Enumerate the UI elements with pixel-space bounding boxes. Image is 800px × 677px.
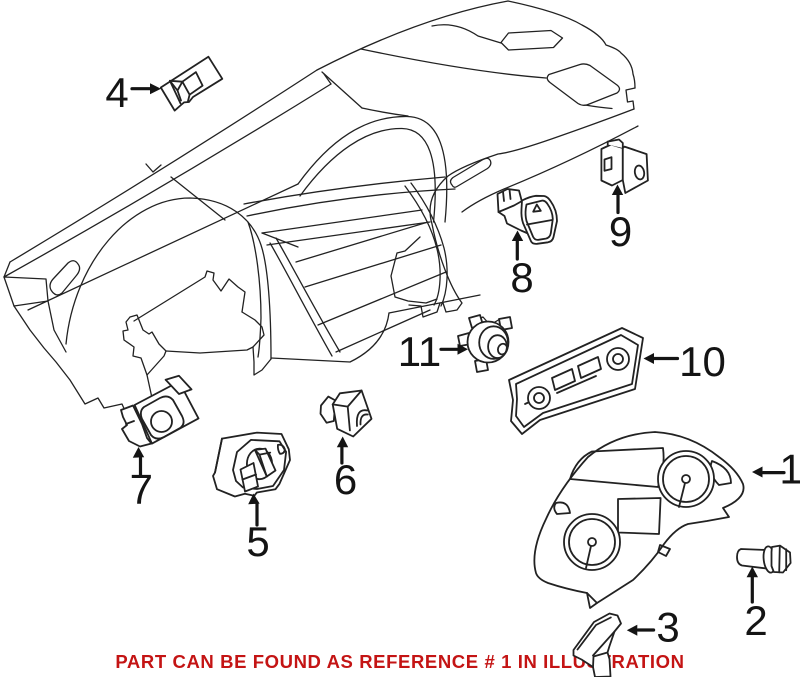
svg-text:6: 6 xyxy=(334,456,357,503)
svg-text:9: 9 xyxy=(609,208,632,255)
svg-text:PART CAN BE FOUND AS REFERENCE: PART CAN BE FOUND AS REFERENCE # 1 IN IL… xyxy=(115,651,684,672)
svg-text:8: 8 xyxy=(510,254,533,301)
svg-text:4: 4 xyxy=(105,69,128,116)
svg-text:11: 11 xyxy=(398,328,442,375)
svg-text:10: 10 xyxy=(679,338,726,385)
svg-text:7: 7 xyxy=(130,466,153,513)
svg-text:3: 3 xyxy=(656,604,679,651)
svg-text:2: 2 xyxy=(744,597,767,644)
svg-text:5: 5 xyxy=(246,518,269,565)
svg-text:1: 1 xyxy=(779,446,800,493)
